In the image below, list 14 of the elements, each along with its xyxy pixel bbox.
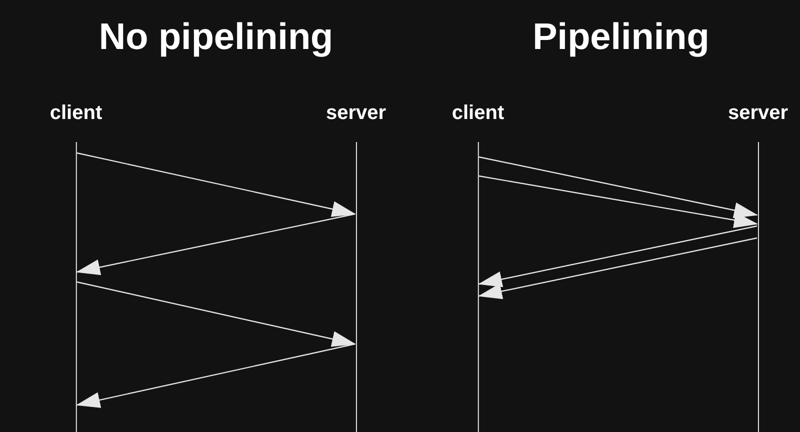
lifeline-label: client — [452, 101, 504, 126]
message-arrow — [76, 281, 356, 347]
message-arrow — [76, 213, 356, 276]
lifeline-label: client — [50, 101, 102, 126]
message-arrow — [478, 237, 758, 300]
lifeline-label: server — [728, 101, 788, 126]
heading: No pipelining — [98, 15, 334, 59]
lifeline-label: server — [326, 101, 386, 126]
message-arrow — [76, 152, 356, 217]
message-arrow — [478, 225, 758, 288]
message-arrow — [478, 156, 758, 218]
heading: Pipelining — [532, 15, 710, 59]
message-arrow — [76, 343, 356, 408]
message-arrow — [478, 175, 758, 228]
